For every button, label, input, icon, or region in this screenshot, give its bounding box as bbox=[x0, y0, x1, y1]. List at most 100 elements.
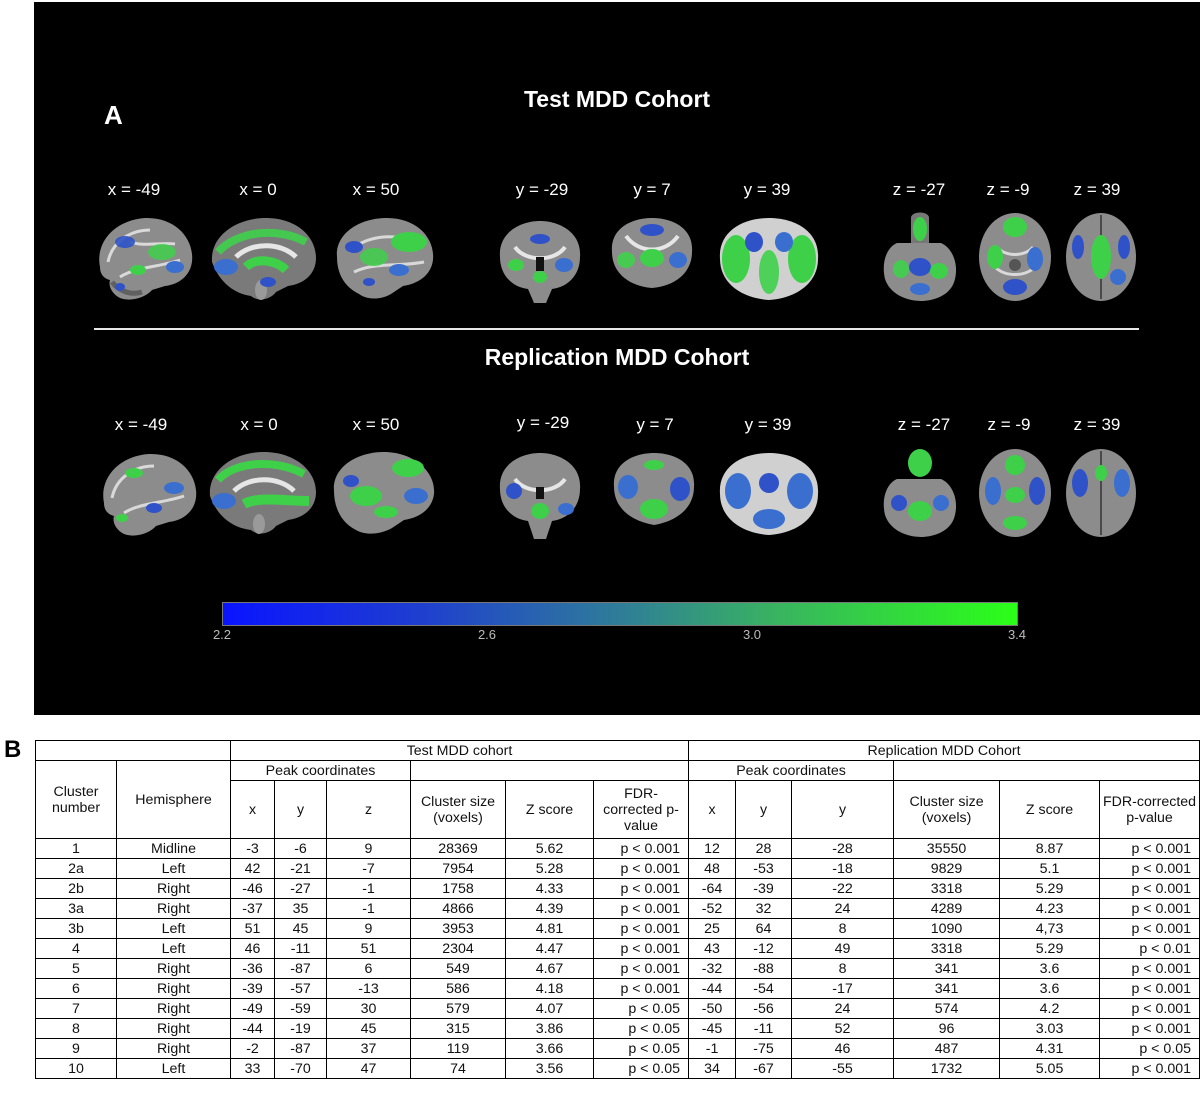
rep-z-score-cell: 4.23 bbox=[999, 898, 1101, 919]
rep-x-cell: 12 bbox=[688, 838, 737, 859]
brain-sagittal-slice bbox=[333, 452, 435, 534]
test-x-cell: 51 bbox=[230, 918, 275, 939]
panel-b-letter: B bbox=[4, 736, 22, 763]
cluster-number-cell: 7 bbox=[35, 998, 117, 1019]
test-z-cell: 9 bbox=[326, 918, 411, 939]
colorbar-tick: 2.2 bbox=[212, 627, 232, 642]
test-coord-label: y = 39 bbox=[743, 180, 791, 199]
test-y-cell: -6 bbox=[274, 838, 327, 859]
rep-cluster-size-cell: 3318 bbox=[893, 878, 1001, 899]
hemisphere-cell: Right bbox=[116, 1018, 231, 1039]
rep-third-coord-cell: -18 bbox=[791, 858, 895, 879]
test-z-cell: -1 bbox=[326, 878, 411, 899]
test-z-score-cell: 4.39 bbox=[505, 898, 594, 919]
test-x-cell: 42 bbox=[230, 858, 275, 879]
rep-third-coord-cell: 49 bbox=[791, 938, 895, 959]
rep-fdr-p-cell: p < 0.001 bbox=[1099, 958, 1200, 979]
test-x-cell: -39 bbox=[230, 978, 275, 999]
brain-coronal-slice bbox=[719, 218, 819, 300]
test-y-cell: -70 bbox=[274, 1058, 327, 1079]
test-z-score-cell: 4.81 bbox=[505, 918, 594, 939]
cluster-number-cell: 8 bbox=[35, 1018, 117, 1039]
test-coord-label: x = 0 bbox=[239, 180, 277, 199]
rep-third-coord-cell: -55 bbox=[791, 1058, 895, 1079]
rep-x-cell: -1 bbox=[688, 1038, 737, 1059]
panel-a-brain-maps: A Test MDD Cohort Replication MDD Cohort… bbox=[34, 2, 1200, 715]
rep-y-cell: -54 bbox=[735, 978, 793, 999]
replication-coord-label: x = 0 bbox=[240, 415, 278, 434]
rep-z-score-cell: 3.6 bbox=[999, 978, 1101, 999]
test-cohort-header: Test MDD cohort bbox=[229, 740, 690, 761]
test-z-score-cell: 4.07 bbox=[505, 998, 594, 1019]
test-z-cell: 45 bbox=[326, 1018, 411, 1039]
replication-cohort-header: Replication MDD Cohort bbox=[688, 740, 1200, 761]
rep-fdr-p-cell: p < 0.001 bbox=[1099, 858, 1200, 879]
cluster-number-header: Cluster number bbox=[35, 760, 117, 839]
test-cluster-size-cell: 4866 bbox=[410, 898, 506, 919]
test-x-cell: -36 bbox=[230, 958, 275, 979]
test-fdr-p-cell: p < 0.001 bbox=[592, 858, 690, 879]
rep-cluster-size-cell: 574 bbox=[893, 998, 1001, 1019]
rep-fdr-p-cell: p < 0.001 bbox=[1099, 998, 1200, 1019]
test-cluster-size-cell: 1758 bbox=[410, 878, 506, 899]
rep-fdr-p-cell: p < 0.001 bbox=[1099, 978, 1200, 999]
rep-z-score-cell: 3.03 bbox=[999, 1018, 1101, 1039]
rep-fdr-p-cell: p < 0.001 bbox=[1099, 898, 1200, 919]
hemisphere-cell: Right bbox=[116, 898, 231, 919]
rep-cluster-size-cell: 96 bbox=[893, 1018, 1001, 1039]
test-z-cell: -7 bbox=[326, 858, 411, 879]
rep-z-score-cell: 5.29 bbox=[999, 878, 1101, 899]
rep-z-score-cell: 8.87 bbox=[999, 838, 1101, 859]
rep-third-coord-cell: -28 bbox=[791, 838, 895, 859]
rep-y-cell: -53 bbox=[735, 858, 793, 879]
test-cluster-size-cell: 549 bbox=[410, 958, 506, 979]
test-cluster-size-cell: 315 bbox=[410, 1018, 506, 1039]
test-y-cell: -59 bbox=[274, 998, 327, 1019]
brain-axial-slice bbox=[1066, 213, 1136, 301]
test-z-score-cell: 3.66 bbox=[505, 1038, 594, 1059]
test-cluster-size-cell: 28369 bbox=[410, 838, 506, 859]
rep-z-score-cell: 5.29 bbox=[999, 938, 1101, 959]
test-fdr-p-cell: p < 0.001 bbox=[592, 938, 690, 959]
test-cluster-size-cell: 2304 bbox=[410, 938, 506, 959]
rep-fdr-p-cell: p < 0.001 bbox=[1099, 918, 1200, 939]
replication-coord-label: x = 50 bbox=[352, 415, 400, 434]
test-z-score-cell: 3.86 bbox=[505, 1018, 594, 1039]
brain-coronal-slice bbox=[719, 453, 819, 535]
rep-third-coord-cell: -17 bbox=[791, 978, 895, 999]
cluster-number-cell: 2a bbox=[35, 858, 117, 879]
hemisphere-cell: Left bbox=[116, 1058, 231, 1079]
test-cluster-size-cell: 7954 bbox=[410, 858, 506, 879]
colorbar-tick: 2.6 bbox=[477, 627, 497, 642]
rep-third-coord-cell: 52 bbox=[791, 1018, 895, 1039]
brain-sagittal-midline-slice bbox=[211, 218, 316, 300]
hemisphere-cell: Midline bbox=[116, 838, 231, 859]
rep-y-cell: -56 bbox=[735, 998, 793, 1019]
brain-coronal-slice bbox=[499, 453, 581, 539]
rep-y-cell: -67 bbox=[735, 1058, 793, 1079]
replication-z-score-header: Z score bbox=[999, 780, 1101, 839]
replication-coord-label: z = -27 bbox=[897, 415, 951, 434]
test-y-cell: -19 bbox=[274, 1018, 327, 1039]
brain-coronal-slice bbox=[611, 218, 693, 288]
cluster-number-cell: 1 bbox=[35, 838, 117, 859]
test-z-header: z bbox=[326, 780, 411, 839]
replication-coord-label: y = -29 bbox=[516, 413, 570, 432]
test-y-cell: -57 bbox=[274, 978, 327, 999]
rep-x-cell: -50 bbox=[688, 998, 737, 1019]
test-y-header: y bbox=[274, 780, 327, 839]
cluster-number-cell: 4 bbox=[35, 938, 117, 959]
hemisphere-header: Hemisphere bbox=[116, 760, 231, 839]
cluster-number-cell: 6 bbox=[35, 978, 117, 999]
rep-y-cell: 64 bbox=[735, 918, 793, 939]
test-cohort-title: Test MDD Cohort bbox=[523, 86, 711, 112]
rep-z-score-cell: 4.31 bbox=[999, 1038, 1101, 1059]
test-cluster-size-cell: 579 bbox=[410, 998, 506, 1019]
test-x-cell: -3 bbox=[230, 838, 275, 859]
rep-x-cell: -44 bbox=[688, 978, 737, 999]
replication-stats-spacer bbox=[893, 760, 1200, 781]
